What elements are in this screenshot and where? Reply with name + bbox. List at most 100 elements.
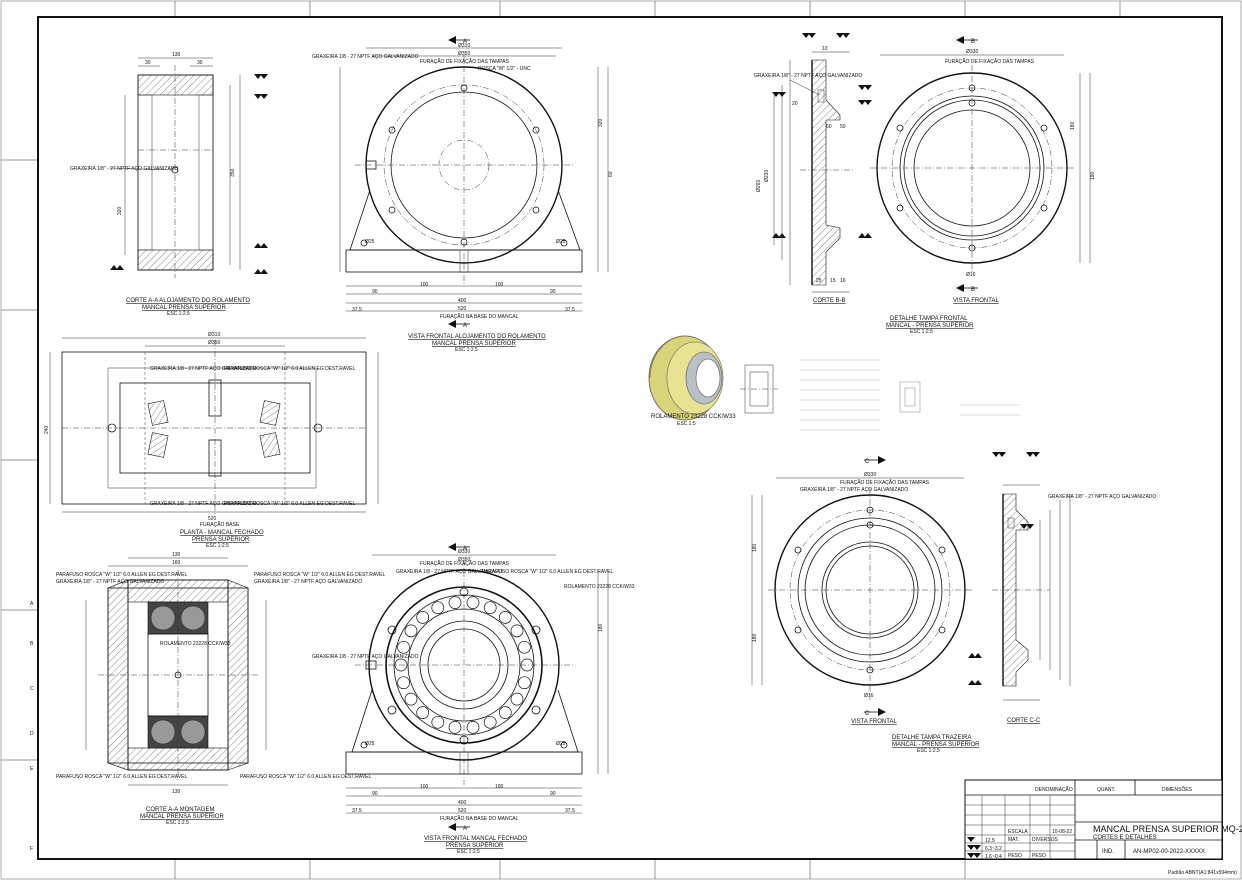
- svg-text:ROLAMENTO 23228 CCK/W33: ROLAMENTO 23228 CCK/W33: [564, 584, 635, 590]
- svg-text:10: 10: [822, 46, 828, 52]
- view-scale: ESC 1:2.5: [166, 820, 189, 826]
- view-subtitle: MANCAL - PRENSA SUPERIOR: [886, 323, 974, 329]
- svg-text:C: C: [865, 459, 870, 465]
- svg-text:C: C: [865, 711, 870, 717]
- svg-text:60: 60: [826, 124, 832, 130]
- svg-text:A: A: [463, 826, 467, 832]
- dim-label: 320: [117, 206, 123, 215]
- svg-text:400: 400: [458, 298, 467, 304]
- roller-element: [448, 596, 462, 609]
- roller-element: [404, 692, 418, 706]
- svg-text:Ø25: Ø25: [556, 239, 566, 245]
- svg-text:PARAFUSO ROSCA "W" 1/2" 6.0 AL: PARAFUSO ROSCA "W" 1/2" 6.0 ALLEN EG DES…: [254, 572, 386, 578]
- svg-text:190: 190: [1090, 171, 1096, 180]
- svg-text:B: B: [971, 39, 975, 45]
- svg-text:FURAÇÃO DE FIXAÇÃO DAS TAMPAS: FURAÇÃO DE FIXAÇÃO DAS TAMPAS: [420, 560, 510, 567]
- svg-text:FURAÇÃO DE FIXAÇÃO DAS TAMPAS: FURAÇÃO DE FIXAÇÃO DAS TAMPAS: [840, 479, 930, 486]
- view-title: DETALHE TAMPA TRAZEIRA: [892, 735, 971, 741]
- view-vista-frontal-alojamento: A Ø310 Ø350 Ø25 Ø25 100 100 90: [312, 36, 614, 353]
- svg-text:DIMENSÕES: DIMENSÕES: [1162, 786, 1193, 793]
- revision: IND.: [1102, 849, 1114, 855]
- svg-text:180: 180: [598, 623, 604, 632]
- view-label: VISTA FRONTAL: [851, 719, 897, 725]
- svg-text:PARAFUSO ROSCA "W" 1/2" 6.0 AL: PARAFUSO ROSCA "W" 1/2" 6.0 ALLEN EG DES…: [240, 774, 372, 780]
- svg-text:180: 180: [752, 543, 758, 552]
- view-corte-aa-montagem: 130 160 130 PARAFUSO ROSCA "W" 1/2" 6.0 …: [56, 552, 386, 826]
- svg-text:320: 320: [598, 118, 604, 127]
- section-arrow-a-top-2: A: [448, 543, 470, 552]
- svg-text:DIVERSOS: DIVERSOS: [1032, 837, 1059, 843]
- section-arrow-c-top: C: [864, 456, 886, 465]
- svg-text:GRAXEIRA 1/8 - 27 NPTF AÇO GAL: GRAXEIRA 1/8 - 27 NPTF AÇO GALVANIZADO: [150, 366, 257, 372]
- roller-element: [483, 715, 497, 729]
- svg-text:FURAÇÃO DE FIXAÇÃO DAS TAMPAS: FURAÇÃO DE FIXAÇÃO DAS TAMPAS: [420, 58, 510, 65]
- svg-text:A: A: [463, 323, 467, 329]
- view-scale: ESC 1:2.5: [206, 543, 229, 549]
- svg-text:50: 50: [840, 124, 846, 130]
- dim-label: 130: [172, 52, 181, 58]
- svg-text:ROLAMENTO 23228 CCK/W33: ROLAMENTO 23228 CCK/W33: [160, 641, 231, 647]
- svg-text:25: 25: [816, 278, 822, 284]
- view-corte-aa: 130 30 30 320 350 GRAXEIRA 1/8" - 27 NPT…: [70, 52, 268, 317]
- svg-text:90: 90: [550, 791, 556, 797]
- view-subtitle: PRENSA SUPERIOR: [192, 537, 250, 543]
- svg-text:37.5: 37.5: [565, 808, 575, 814]
- svg-text:DENOMINAÇÃO: DENOMINAÇÃO: [1035, 786, 1073, 793]
- svg-text:GRAXEIRA 1/8" - 27 NPTF AÇO GA: GRAXEIRA 1/8" - 27 NPTF AÇO GALVANIZADO: [254, 579, 362, 585]
- drawing-frame: [37, 16, 1223, 860]
- svg-text:20: 20: [792, 101, 798, 107]
- svg-text:A: A: [463, 39, 467, 45]
- svg-text:PARAFUSO ROSCA "W" 1/2" 6.0 AL: PARAFUSO ROSCA "W" 1/2" 6.0 ALLEN EG DES…: [224, 366, 356, 372]
- svg-text:Ø330: Ø330: [458, 549, 470, 555]
- svg-text:FURAÇÃO DE FIXAÇÃO DAS TAMPAS: FURAÇÃO DE FIXAÇÃO DAS TAMPAS: [945, 58, 1035, 65]
- svg-text:400: 400: [458, 800, 467, 806]
- view-detalhe-tampa-traseira: C Ø330 Ø16 180 180 FURAÇÃO DE FIXAÇÃO DA…: [751, 456, 980, 754]
- view-title: VISTA FRONTAL ALOJAMENTO DO ROLAMENTO: [408, 334, 546, 340]
- roller-element: [397, 676, 410, 690]
- svg-text:Ø350: Ø350: [458, 51, 470, 57]
- roller-element: [483, 601, 497, 615]
- margin-letters: A B C D E F: [30, 601, 34, 852]
- svg-text:GRAXEIRA 1/8 - 27 NPTF AÇO GAL: GRAXEIRA 1/8 - 27 NPTF AÇO GALVANIZADO: [396, 569, 503, 575]
- view-title: CORTE B-B: [813, 298, 846, 304]
- svg-text:GRAXEIRA 1/8 - 27 NPTF AÇO GAL: GRAXEIRA 1/8 - 27 NPTF AÇO GALVANIZADO: [312, 54, 419, 60]
- view-title: CORTE C-C: [1007, 718, 1041, 724]
- svg-text:FURAÇÃO NA BASE DO MANCAL: FURAÇÃO NA BASE DO MANCAL: [440, 815, 519, 822]
- dim-label: 350: [230, 168, 236, 177]
- view-planta: Ø310 Ø350 240 520 GRAXEIRA 1/8 - 27 NPTF…: [44, 332, 379, 549]
- svg-text:ROSCA "W" 1/2" - UNC: ROSCA "W" 1/2" - UNC: [478, 66, 531, 72]
- margin-letter: C: [30, 686, 34, 692]
- roller-element: [518, 640, 531, 654]
- roller-ring: [394, 596, 534, 734]
- margin-letter: E: [30, 766, 34, 772]
- svg-text:37.5: 37.5: [565, 307, 575, 313]
- svg-text:MAT.: MAT.: [1008, 837, 1019, 843]
- note-text: GRAXEIRA 1/8" - 27 NPTF AÇO GALVANIZADO: [70, 166, 178, 172]
- svg-text:Ø330: Ø330: [864, 472, 876, 478]
- svg-text:Ø25: Ø25: [365, 239, 375, 245]
- view-subtitle: PRENSA SUPERIOR: [446, 843, 504, 849]
- svg-text:GRAXEIRA 1/8 - 27 NPTF AÇO GAL: GRAXEIRA 1/8 - 27 NPTF AÇO GALVANIZADO: [312, 654, 419, 660]
- svg-text:12.5: 12.5: [985, 838, 995, 844]
- svg-text:QUANT.: QUANT.: [1097, 787, 1115, 793]
- title-block: DENOMINAÇÃO QUANT. DIMENSÕES MANCAL PREN…: [964, 779, 1242, 860]
- svg-text:16: 16: [840, 278, 846, 284]
- margin-letter: B: [30, 641, 34, 647]
- margin-letter: A: [30, 601, 34, 607]
- svg-text:GRAXEIRA 1/8" - 27 NPTF AÇO GA: GRAXEIRA 1/8" - 27 NPTF AÇO GALVANIZADO: [1048, 494, 1156, 500]
- svg-text:90: 90: [372, 791, 378, 797]
- sub-title: CORTES E DETALHES: [1093, 835, 1156, 841]
- svg-text:Ø260: Ø260: [756, 180, 762, 192]
- svg-text:FURAÇÃO NA BASE DO MANCAL: FURAÇÃO NA BASE DO MANCAL: [440, 313, 519, 320]
- roller-element: [404, 624, 418, 638]
- dim-label: 30: [197, 60, 203, 66]
- section-arrow-a-bottom: A: [448, 320, 470, 329]
- margin-letter: F: [30, 846, 33, 852]
- roller-element: [416, 611, 430, 624]
- view-bearing: ROLAMENTO 23228 CCK/W33 ESC 1:5: [648, 335, 1020, 431]
- svg-text:GRAXEIRA 1/8" - 27 NPTF AÇO GA: GRAXEIRA 1/8" - 27 NPTF AÇO GALVANIZADO: [56, 579, 164, 585]
- view-corte-cc: GRAXEIRA 1/8" - 27 NPTF AÇO GALVANIZADO …: [968, 452, 1156, 724]
- svg-text:Ø310: Ø310: [208, 332, 220, 338]
- sheet-footer: Padrão ABNT(A1:841x594mm): [1168, 870, 1237, 876]
